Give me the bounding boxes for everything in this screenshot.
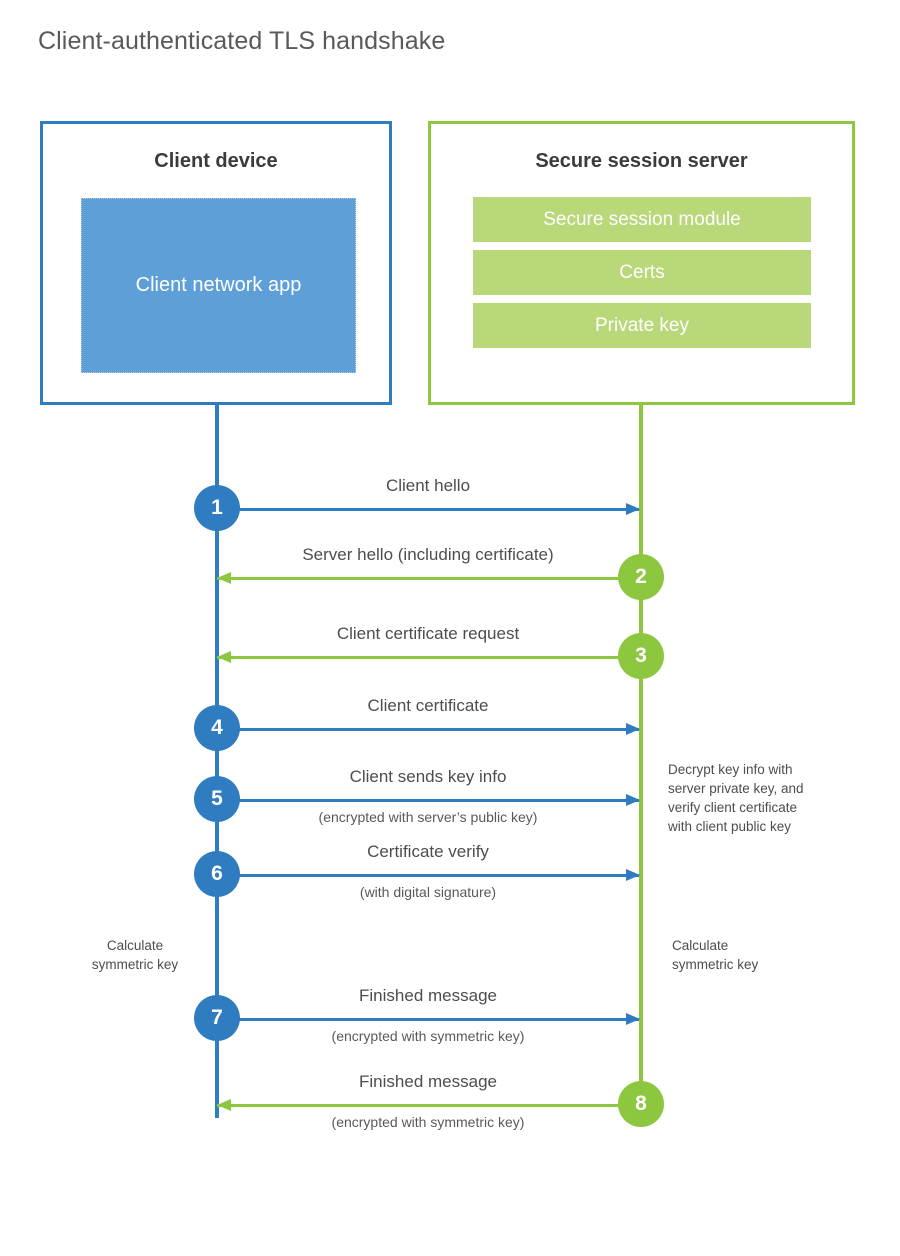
secure-session-server-box: Secure session server Secure session mod… (428, 121, 855, 405)
server-decrypt-annotation: Decrypt key info with server private key… (668, 760, 858, 837)
client-network-app-block: Client network app (81, 198, 356, 373)
message-label-3: Client certificate request (336, 624, 520, 643)
step-badge-8: 8 (618, 1081, 664, 1127)
client-calculate-symmetric-key-annotation: Calculate symmetric key (60, 936, 210, 974)
server-lifeline (639, 405, 643, 1105)
arrow-head-right-icon (626, 723, 640, 735)
message-arrow-line-4 (217, 728, 639, 731)
server-components-list: Secure session module Certs Private key (473, 197, 811, 356)
client-calculate-line-1: Calculate (106, 938, 164, 953)
message-arrow-line-5 (217, 799, 639, 802)
server-component-certs: Certs (473, 250, 811, 295)
step-badge-6: 6 (194, 851, 240, 897)
client-device-box: Client device Client network app (40, 121, 392, 405)
message-arrow-line-3 (217, 656, 639, 659)
server-decrypt-annotation-line-3: verify client certificate (668, 800, 798, 816)
server-component-secure-session-module: Secure session module (473, 197, 811, 242)
message-label-1: Client hello (385, 476, 471, 495)
message-label-7: Finished message (359, 986, 497, 1005)
client-lifeline (215, 405, 219, 1118)
message-label-8: Finished message (359, 1072, 497, 1091)
message-arrow-line-2 (217, 577, 639, 580)
server-calculate-line-1: Calculate (672, 938, 729, 953)
server-calculate-line-2: symmetric key (672, 957, 759, 973)
page-title: Client-authenticated TLS handshake (38, 27, 446, 55)
message-sublabel-5: (encrypted with server’s public key) (318, 809, 538, 825)
arrow-head-right-icon (626, 794, 640, 806)
message-label-4: Client certificate (367, 696, 489, 715)
arrow-head-left-icon (217, 572, 231, 584)
step-badge-1: 1 (194, 485, 240, 531)
arrow-head-right-icon (626, 869, 640, 881)
message-arrow-line-1 (217, 508, 639, 511)
step-badge-4: 4 (194, 705, 240, 751)
step-badge-2: 2 (618, 554, 664, 600)
arrow-head-left-icon (217, 1099, 231, 1111)
server-decrypt-annotation-line-2: server private key, and (668, 781, 804, 797)
arrow-head-left-icon (217, 651, 231, 663)
step-badge-5: 5 (194, 776, 240, 822)
server-decrypt-annotation-line-1: Decrypt key info with (668, 762, 793, 777)
arrow-head-right-icon (626, 503, 640, 515)
message-label-2: Server hello (including certificate) (302, 545, 554, 564)
client-calculate-line-2: symmetric key (91, 957, 179, 973)
server-component-private-key: Private key (473, 303, 811, 348)
server-calculate-symmetric-key-annotation: Calculate symmetric key (672, 936, 832, 974)
client-device-title: Client device (154, 150, 278, 172)
message-sublabel-7: (encrypted with symmetric key) (331, 1028, 525, 1044)
secure-session-server-title: Secure session server (535, 150, 748, 172)
message-sublabel-6: (with digital signature) (359, 884, 497, 900)
message-sublabel-8: (encrypted with symmetric key) (331, 1114, 525, 1130)
message-arrow-line-6 (217, 874, 639, 877)
step-badge-7: 7 (194, 995, 240, 1041)
server-decrypt-annotation-line-4: with client public key (668, 819, 792, 835)
arrow-head-right-icon (626, 1013, 640, 1025)
message-arrow-line-8 (217, 1104, 639, 1107)
message-arrow-line-7 (217, 1018, 639, 1021)
message-label-5: Client sends key info (349, 767, 507, 786)
message-label-6: Certificate verify (367, 842, 489, 861)
step-badge-3: 3 (618, 633, 664, 679)
